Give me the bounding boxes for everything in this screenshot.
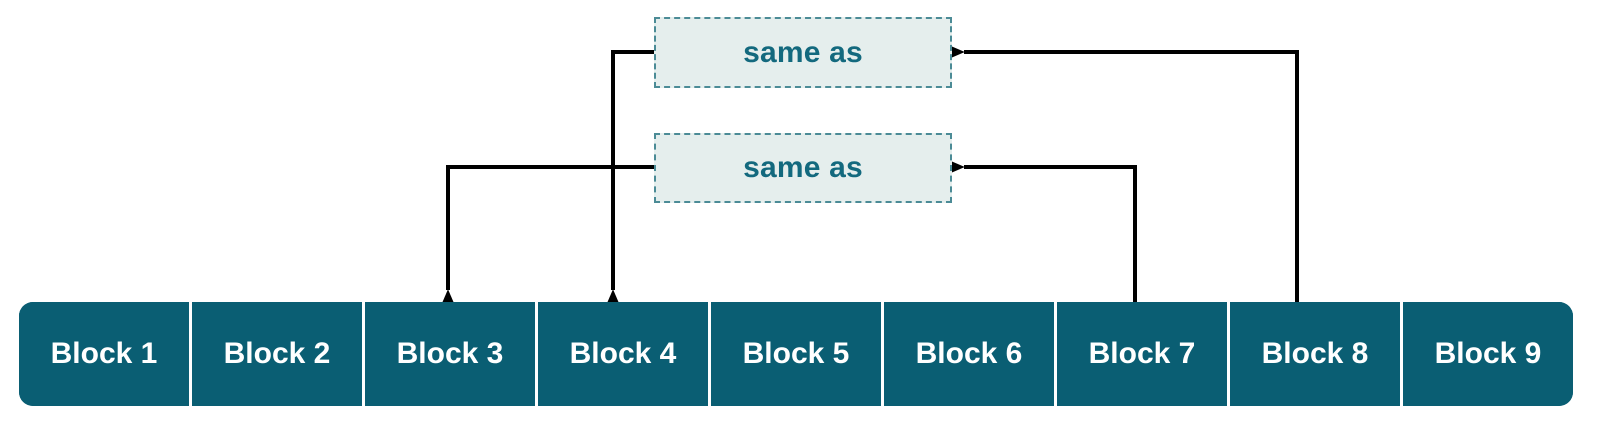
annotation-label: same as [743, 151, 863, 184]
block-cell-7[interactable]: Block 7 [1054, 302, 1227, 406]
annotation-label: same as [743, 35, 863, 69]
block-cell-5[interactable]: Block 5 [708, 302, 881, 406]
block-label: Block 1 [50, 337, 158, 370]
connector-sameas-top-to-block4 [598, 50, 654, 324]
block-cell-2[interactable]: Block 2 [189, 302, 362, 406]
block-cell-8[interactable]: Block 8 [1227, 302, 1400, 406]
block-label: Block 2 [223, 337, 331, 370]
annotation-same-as-top: same as [654, 17, 952, 88]
block-strip: Block 1 Block 2 Block 3 Block 4 Block 5 … [19, 302, 1573, 406]
connector-sameas-bottom-to-block3 [433, 165, 654, 324]
block-cell-1[interactable]: Block 1 [19, 302, 189, 406]
block-label: Block 3 [396, 337, 504, 370]
block-cell-6[interactable]: Block 6 [881, 302, 1054, 406]
block-label: Block 6 [915, 337, 1023, 370]
block-label: Block 9 [1434, 337, 1542, 370]
connector-block7-to-sameas-bottom [930, 152, 1137, 302]
block-label: Block 7 [1088, 337, 1196, 370]
block-cell-3[interactable]: Block 3 [362, 302, 535, 406]
block-label: Block 5 [742, 337, 850, 370]
block-label: Block 8 [1261, 337, 1369, 370]
connector-block8-to-sameas-top [930, 37, 1299, 302]
block-cell-9[interactable]: Block 9 [1400, 302, 1573, 406]
block-label: Block 4 [569, 337, 677, 370]
block-cell-4[interactable]: Block 4 [535, 302, 708, 406]
annotation-same-as-bottom: same as [654, 133, 952, 203]
